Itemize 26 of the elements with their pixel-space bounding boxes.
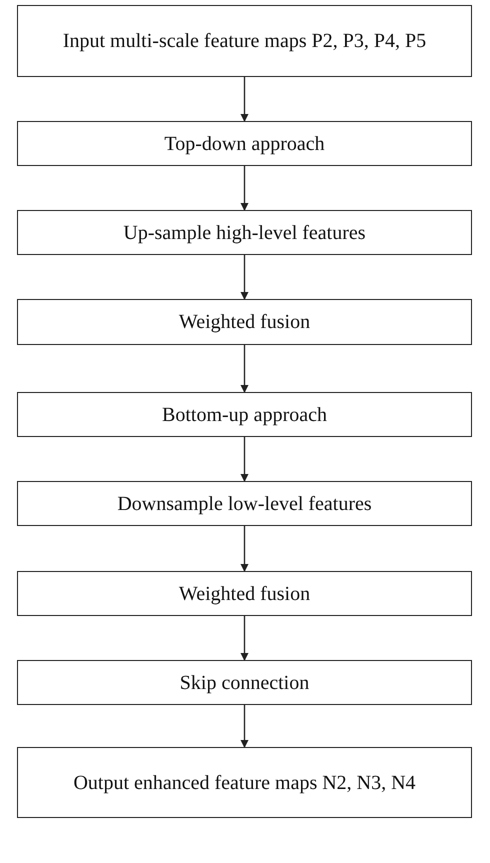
box-label: Bottom-up approach: [162, 402, 327, 426]
box-label: Skip connection: [180, 670, 310, 694]
arrow: [240, 616, 248, 661]
process-box: [17, 747, 472, 818]
arrow: [240, 705, 248, 748]
arrow: [240, 166, 248, 211]
process-box: [17, 571, 472, 616]
box-label: Downsample low-level features: [117, 492, 372, 516]
box-label: Weighted fusion: [178, 310, 310, 334]
process-box: [17, 660, 472, 705]
box-label: Weighted fusion: [178, 582, 310, 606]
arrow: [240, 437, 248, 482]
arrow: [240, 526, 248, 572]
process-box: [17, 5, 472, 77]
box-label: Output enhanced feature maps N2, N3, N4: [73, 770, 416, 794]
process-box: [17, 481, 472, 526]
arrow: [240, 255, 248, 300]
process-box: [17, 299, 472, 345]
process-box: [17, 121, 472, 166]
arrow: [240, 77, 248, 122]
process-box: [17, 210, 472, 255]
box-label: Input multi-scale feature maps P2, P3, P4, P5: [62, 29, 426, 53]
arrow: [240, 345, 248, 393]
box-label: Up-sample high-level features: [123, 220, 366, 244]
box-label: Top-down approach: [164, 132, 325, 156]
process-box: [17, 392, 472, 437]
